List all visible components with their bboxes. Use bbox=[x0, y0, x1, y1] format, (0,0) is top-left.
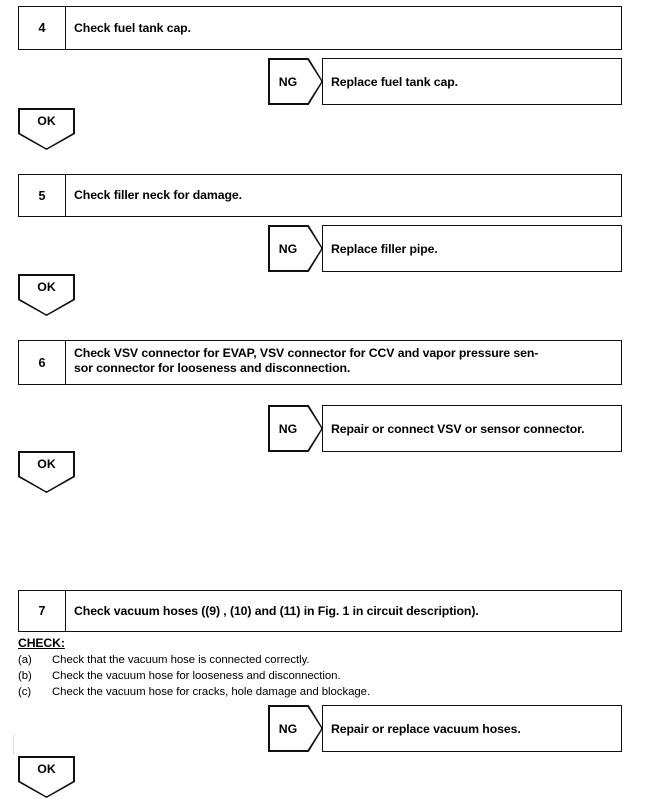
ng-result-text-5: Replace filler pipe. bbox=[331, 241, 438, 256]
step-text-5: Check filler neck for damage. bbox=[74, 188, 242, 203]
ok-tag-4: OK bbox=[18, 108, 75, 150]
check-list-item: (a) Check that the vacuum hose is connec… bbox=[18, 652, 468, 668]
ng-label-5: NG bbox=[278, 241, 298, 256]
check-item-text: Check the vacuum hose for looseness and … bbox=[52, 670, 341, 683]
ng-label-7: NG bbox=[278, 721, 298, 736]
ng-result-text-7: Repair or replace vacuum hoses. bbox=[331, 721, 521, 736]
check-block: CHECK: (a) Check that the vacuum hose is… bbox=[18, 636, 468, 701]
ng-result-box-7[interactable]: Repair or replace vacuum hoses. bbox=[322, 705, 622, 752]
step-text-4: Check fuel tank cap. bbox=[74, 20, 191, 35]
ok-label-5: OK bbox=[37, 280, 56, 295]
ng-branch-5: NG Replace filler pipe. bbox=[268, 225, 622, 272]
check-block-title: CHECK: bbox=[18, 636, 65, 650]
ng-result-box-4[interactable]: Replace fuel tank cap. bbox=[322, 58, 622, 105]
check-item-marker: (b) bbox=[18, 670, 32, 683]
step-text-6-line1: Check VSV connector for EVAP, VSV connec… bbox=[74, 346, 539, 360]
check-item-text: Check that the vacuum hose is connected … bbox=[52, 654, 310, 666]
step-text-7: Check vacuum hoses ((9) , (10) and (11) … bbox=[74, 603, 479, 618]
step-number-7: 7 bbox=[19, 591, 66, 631]
ng-result-box-6[interactable]: Repair or connect VSV or sensor connecto… bbox=[322, 405, 622, 452]
ok-label-7: OK bbox=[37, 762, 56, 777]
check-item-text: Check the vacuum hose for cracks, hole d… bbox=[52, 686, 371, 699]
ng-branch-4: NG Replace fuel tank cap. bbox=[268, 58, 622, 105]
step-text-6: Check VSV connector for EVAP, VSV connec… bbox=[66, 341, 621, 384]
ng-tag-4: NG bbox=[268, 58, 323, 105]
step-box-5[interactable]: 5 Check filler neck for damage. bbox=[18, 174, 622, 217]
step-number-6: 6 bbox=[19, 341, 66, 384]
step-box-6[interactable]: 6 Check VSV connector for EVAP, VSV conn… bbox=[18, 340, 622, 385]
step-text-6-line2: sor connector for looseness and disconne… bbox=[74, 360, 351, 375]
ng-tag-6: NG bbox=[268, 405, 323, 452]
check-list-item: (b) Check the vacuum hose for looseness … bbox=[18, 668, 468, 684]
check-list-item: (c) Check the vacuum hose for cracks, ho… bbox=[18, 684, 468, 700]
ng-branch-7: NG Repair or replace vacuum hoses. bbox=[268, 705, 622, 752]
step-box-4[interactable]: 4 Check fuel tank cap. bbox=[18, 6, 622, 50]
step-box-7[interactable]: 7 Check vacuum hoses ((9) , (10) and (11… bbox=[18, 590, 622, 632]
check-item-marker: (a) bbox=[18, 654, 32, 666]
ng-result-text-6: Repair or connect VSV or sensor connecto… bbox=[331, 421, 585, 436]
ng-result-box-5[interactable]: Replace filler pipe. bbox=[322, 225, 622, 272]
check-item-marker: (c) bbox=[18, 686, 32, 699]
ng-label-6: NG bbox=[278, 421, 298, 436]
ng-branch-6: NG Repair or connect VSV or sensor conne… bbox=[268, 405, 622, 452]
step-number-5: 5 bbox=[19, 175, 66, 216]
ok-label-6: OK bbox=[37, 457, 56, 472]
ng-label-4: NG bbox=[278, 74, 298, 89]
step-number-4: 4 bbox=[19, 7, 66, 49]
ng-result-text-4: Replace fuel tank cap. bbox=[331, 74, 458, 89]
ng-tag-5: NG bbox=[268, 225, 323, 272]
ng-tag-7: NG bbox=[268, 705, 323, 752]
scan-artifact-line bbox=[13, 735, 14, 755]
ok-tag-7: OK bbox=[18, 756, 75, 798]
ok-tag-5: OK bbox=[18, 274, 75, 316]
ok-tag-6: OK bbox=[18, 451, 75, 493]
ok-label-4: OK bbox=[37, 114, 56, 129]
